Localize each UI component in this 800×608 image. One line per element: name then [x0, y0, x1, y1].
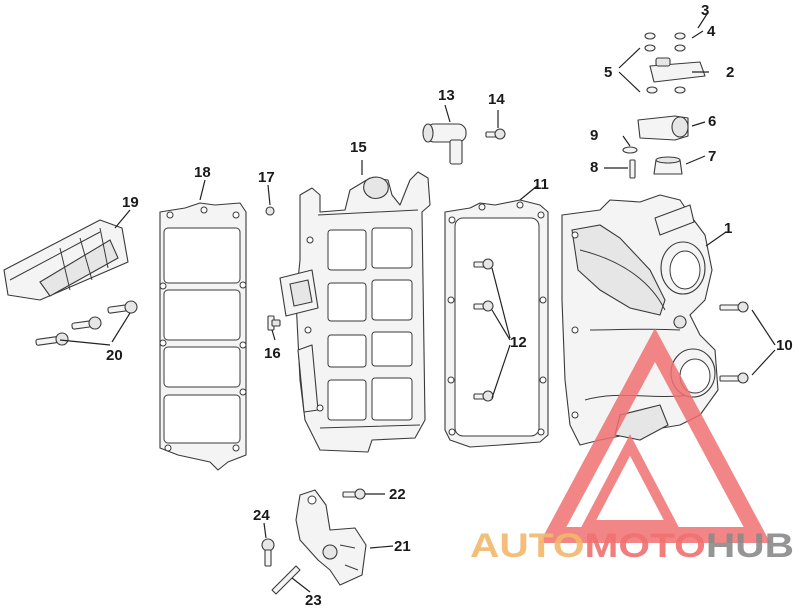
- actuator-part-6: [637, 115, 689, 141]
- plug-part-17: [265, 206, 275, 216]
- bolts-part-10: [719, 301, 749, 384]
- screw-part-22: [342, 488, 366, 500]
- pin-part-8: [629, 159, 636, 179]
- bushing-part-7: [653, 156, 683, 175]
- gasket-part-18: [159, 202, 247, 471]
- callout-6: 6: [708, 113, 716, 130]
- callout-22: 22: [389, 486, 406, 503]
- callout-11: 11: [533, 176, 549, 193]
- bracket-part-2: [649, 57, 706, 83]
- callout-10: 10: [776, 337, 793, 354]
- callout-16: 16: [264, 345, 281, 362]
- link-rod-part-23: [271, 565, 301, 595]
- callout-12: 12: [510, 334, 527, 351]
- watermark-part-moto: MOTO: [585, 527, 706, 565]
- callout-21: 21: [394, 538, 411, 555]
- callout-17: 17: [258, 169, 275, 186]
- callout-2: 2: [726, 64, 734, 81]
- sensor-part-13: [422, 123, 467, 165]
- reed-stuffer-part-19: [3, 219, 129, 301]
- watermark-part-auto: AUTO: [470, 527, 585, 565]
- screws-part-20: [35, 300, 138, 346]
- callout-1: 1: [724, 220, 732, 237]
- bolt-part-24: [261, 538, 275, 567]
- callout-14: 14: [488, 91, 505, 108]
- callout-9: 9: [590, 127, 598, 144]
- callout-labels: 3 4 5 2 13 14 6 9 15 7 8 18 17 11 19 1 1…: [106, 2, 793, 608]
- callout-24: 24: [253, 507, 270, 524]
- washers-part-3-4-5: [644, 32, 686, 94]
- callout-13: 13: [438, 87, 455, 104]
- clip-part-9: [622, 146, 638, 154]
- fitting-part-16: [267, 315, 281, 331]
- leader-lines: [59, 13, 776, 593]
- gasket-part-11: [444, 199, 549, 448]
- callout-5: 5: [604, 64, 612, 81]
- callout-4: 4: [707, 23, 716, 40]
- callout-8: 8: [590, 159, 598, 176]
- callout-18: 18: [194, 164, 211, 181]
- bolts-part-12: [473, 258, 494, 402]
- watermark-logo: [539, 328, 771, 543]
- callout-23: 23: [305, 592, 322, 608]
- callout-15: 15: [350, 139, 367, 156]
- reed-plate-part-15: [279, 171, 431, 453]
- callout-3: 3: [701, 2, 709, 19]
- watermark-part-hub: HUB: [706, 527, 794, 565]
- callout-19: 19: [122, 194, 139, 211]
- linkage-part-21: [295, 489, 367, 586]
- screw-part-14: [485, 128, 506, 140]
- callout-7: 7: [708, 148, 716, 165]
- callout-20: 20: [106, 347, 123, 364]
